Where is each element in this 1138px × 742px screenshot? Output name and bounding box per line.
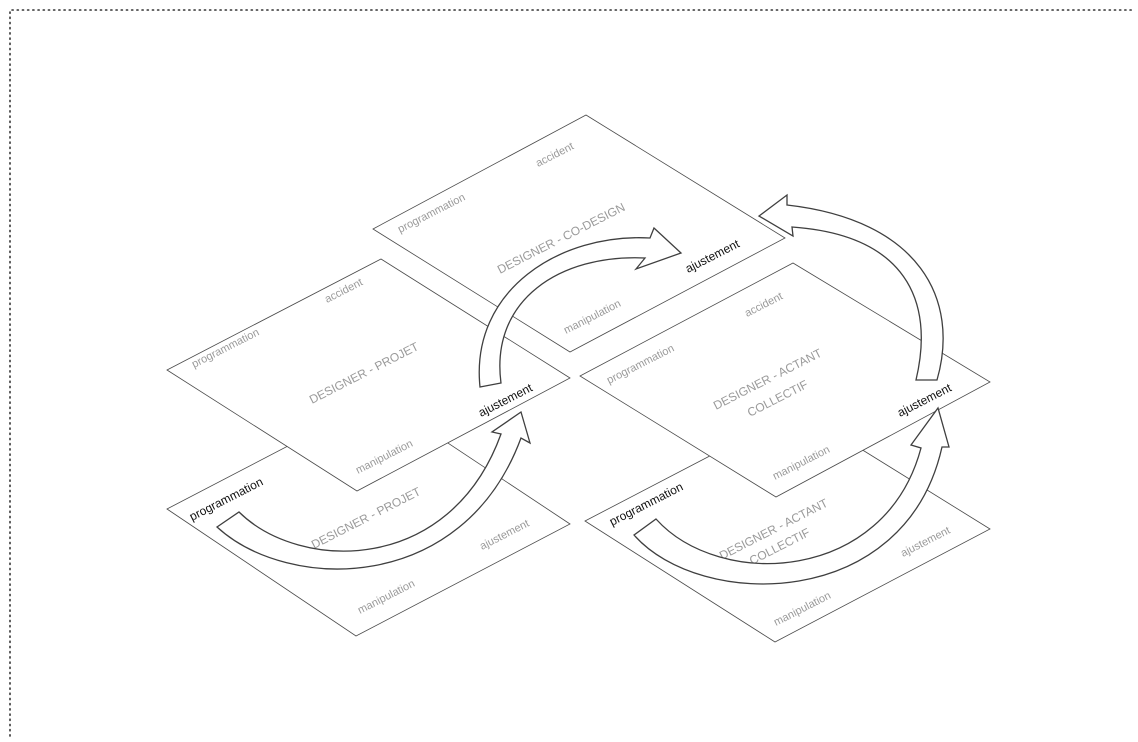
plane-top-right: programmation accident DESIGNER - ACTANT… xyxy=(579,262,991,498)
arrow-center-upper xyxy=(478,226,683,388)
plane-bottom-left: programmation DESIGNER - PROJET ajusteme… xyxy=(166,397,571,637)
arrow-right-upper xyxy=(757,193,944,381)
arrow-right-lower xyxy=(633,406,950,585)
arrow-left-lower xyxy=(215,410,532,570)
plane-top-left-shape xyxy=(166,258,571,492)
plane-top-right-shape xyxy=(579,262,991,498)
plane-top-center: programmation accident DESIGNER - CO-DES… xyxy=(372,114,786,353)
